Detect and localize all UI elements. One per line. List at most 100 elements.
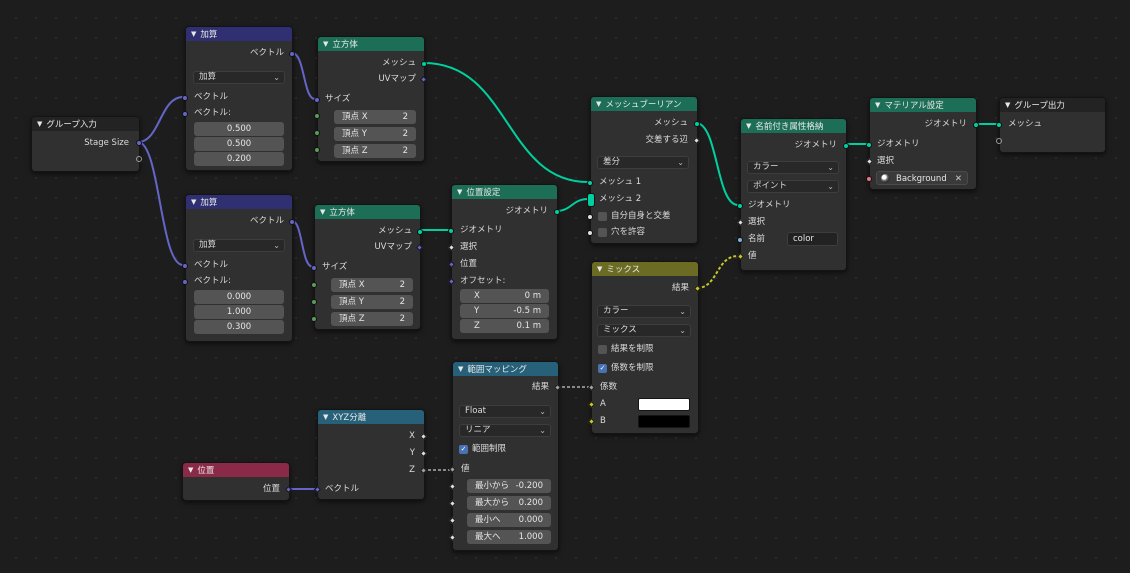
empty-socket[interactable]	[136, 156, 142, 162]
chevron-down-icon[interactable]: ▼	[596, 100, 602, 108]
operation-dropdown[interactable]: 加算⌄	[193, 71, 285, 84]
vector-input-socket[interactable]	[182, 95, 188, 101]
material-input-socket[interactable]	[866, 176, 872, 182]
vector-x-field[interactable]: 0.000	[194, 290, 284, 304]
mesh-input-socket[interactable]	[996, 122, 1002, 128]
from-min-field[interactable]: 最小から-0.200	[467, 479, 551, 493]
operation-dropdown[interactable]: 差分⌄	[597, 156, 689, 169]
geometry-output-socket[interactable]	[843, 143, 849, 149]
self-intersection-checkbox[interactable]	[598, 212, 607, 221]
vector-add-node-1[interactable]: ▼加算 ベクトル 加算⌄ ベクトル ベクトル: 0.500 0.500 0.20…	[182, 26, 295, 171]
from-max-socket[interactable]	[448, 499, 457, 508]
hole-tolerant-checkbox[interactable]	[598, 228, 607, 237]
vertices-y-socket[interactable]	[314, 130, 320, 136]
map-range-node[interactable]: ▼範囲マッピング 結果 Float⌄ リニア⌄ ✓ 範囲制限 値 最小から-0.…	[448, 361, 562, 551]
domain-dropdown[interactable]: ポイント⌄	[747, 180, 839, 193]
vector-input-2-socket[interactable]	[182, 279, 188, 285]
vector-z-field[interactable]: 0.300	[194, 320, 284, 334]
chevron-down-icon[interactable]: ▼	[320, 208, 326, 216]
vector-input-2-socket[interactable]	[182, 111, 188, 117]
x-output-socket[interactable]	[419, 432, 428, 441]
uv-map-socket[interactable]	[419, 75, 428, 84]
result-output-socket[interactable]	[553, 383, 562, 392]
vector-output-socket[interactable]	[289, 51, 295, 57]
value-input-socket[interactable]	[448, 465, 457, 474]
b-color-swatch[interactable]	[638, 415, 690, 428]
offset-input-socket[interactable]	[447, 277, 456, 286]
chevron-down-icon[interactable]: ▼	[191, 198, 197, 206]
operation-dropdown[interactable]: 加算⌄	[193, 239, 285, 252]
interpolation-dropdown[interactable]: リニア⌄	[459, 424, 551, 437]
node-header[interactable]: ▼メッシュブーリアン	[591, 97, 697, 111]
clamp-checkbox[interactable]: ✓	[459, 445, 468, 454]
node-header[interactable]: ▼位置	[183, 463, 289, 477]
node-header[interactable]: ▼マテリアル設定	[870, 98, 976, 112]
geometry-input-socket[interactable]	[866, 142, 872, 148]
vector-input-socket[interactable]	[313, 485, 322, 494]
selection-input-socket[interactable]	[736, 218, 745, 227]
node-header[interactable]: ▼位置設定	[452, 185, 557, 199]
vector-x-field[interactable]: 0.500	[194, 122, 284, 136]
chevron-down-icon[interactable]: ▼	[191, 30, 197, 38]
chevron-down-icon[interactable]: ▼	[875, 101, 881, 109]
mesh-output-socket[interactable]	[421, 61, 427, 67]
close-icon[interactable]: ✕	[954, 174, 962, 184]
chevron-down-icon[interactable]: ▼	[457, 188, 463, 196]
data-type-dropdown[interactable]: カラー⌄	[747, 161, 839, 174]
chevron-down-icon[interactable]: ▼	[458, 365, 464, 373]
data-type-dropdown[interactable]: Float⌄	[459, 405, 551, 418]
size-input-socket[interactable]	[314, 97, 320, 103]
hole-tolerant-socket[interactable]	[587, 230, 593, 236]
chevron-down-icon[interactable]: ▼	[1005, 101, 1011, 109]
position-node[interactable]: ▼位置 位置	[182, 462, 293, 501]
name-input-field[interactable]: color	[787, 232, 838, 246]
store-named-attribute-node[interactable]: ▼名前付き属性格納 ジオメトリ カラー⌄ ポイント⌄ ジオメトリ 選択 名前 c…	[736, 118, 849, 271]
vector-y-field[interactable]: 1.000	[194, 305, 284, 319]
data-type-dropdown[interactable]: カラー⌄	[597, 305, 691, 318]
node-header[interactable]: ▼ミックス	[592, 262, 698, 276]
uv-map-socket[interactable]	[415, 243, 424, 252]
value-input-socket[interactable]	[736, 252, 745, 261]
mesh-1-socket[interactable]	[587, 180, 593, 186]
vector-add-node-2[interactable]: ▼加算 ベクトル 加算⌄ ベクトル ベクトル: 0.000 1.000 0.30…	[182, 194, 295, 342]
node-header[interactable]: ▼グループ入力	[32, 117, 139, 131]
from-min-socket[interactable]	[448, 482, 457, 491]
to-min-socket[interactable]	[448, 516, 457, 525]
node-header[interactable]: ▼範囲マッピング	[453, 362, 558, 376]
mesh-2-multi-socket[interactable]	[587, 193, 595, 207]
selection-input-socket[interactable]	[865, 157, 874, 166]
node-header[interactable]: ▼立方体	[315, 205, 420, 219]
geometry-input-socket[interactable]	[737, 203, 743, 209]
selection-input-socket[interactable]	[447, 243, 456, 252]
chevron-down-icon[interactable]: ▼	[188, 466, 194, 474]
stage-size-socket[interactable]	[136, 140, 142, 146]
vector-output-socket[interactable]	[289, 219, 295, 225]
to-max-socket[interactable]	[448, 533, 457, 542]
vector-y-field[interactable]: 0.500	[194, 137, 284, 151]
set-material-node[interactable]: ▼マテリアル設定 ジオメトリ ジオメトリ 選択 Background ✕	[865, 97, 979, 190]
result-output-socket[interactable]	[693, 284, 702, 293]
node-header[interactable]: ▼グループ出力	[1000, 98, 1105, 112]
vertices-x-socket[interactable]	[311, 299, 317, 305]
geometry-output-socket[interactable]	[554, 209, 560, 215]
node-header[interactable]: ▼加算	[186, 195, 292, 209]
chevron-down-icon[interactable]: ▼	[323, 40, 329, 48]
a-color-swatch[interactable]	[638, 398, 690, 411]
chevron-down-icon[interactable]: ▼	[323, 413, 329, 421]
size-input-socket[interactable]	[311, 265, 317, 271]
separate-xyz-node[interactable]: ▼XYZ分離 X Y Z ベクトル	[313, 409, 428, 500]
blend-mode-dropdown[interactable]: ミックス⌄	[597, 324, 691, 337]
geometry-output-socket[interactable]	[973, 122, 979, 128]
node-header[interactable]: ▼名前付き属性格納	[741, 119, 846, 133]
vertices-z-socket[interactable]	[314, 147, 320, 153]
